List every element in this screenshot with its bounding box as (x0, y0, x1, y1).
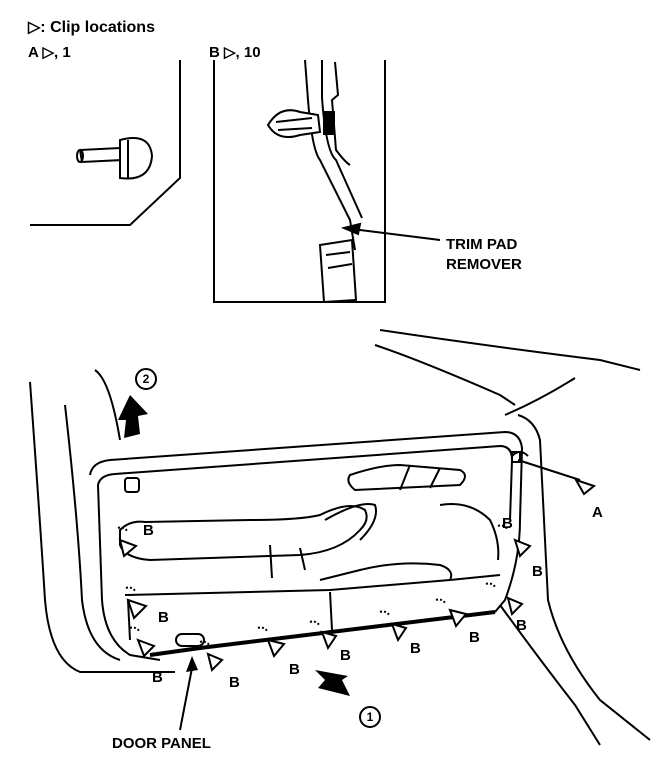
clip-b-label: B (502, 515, 513, 532)
clip-b-label: B (410, 640, 421, 657)
clip-locations-title: ▷: Clip locations (28, 19, 155, 36)
direction-arrow-2 (118, 395, 148, 438)
clip-dashes (117, 524, 509, 647)
trim-pad-remover-label-line2: REMOVER (446, 256, 522, 273)
clip-b-label: B (516, 617, 527, 634)
clip-a-callout-label: A (592, 504, 603, 521)
door-panel-shape (89, 430, 529, 661)
clip-b-detail (213, 59, 441, 304)
door-panel-pointer (179, 656, 198, 731)
clip-a-detail (30, 60, 181, 226)
clip-a-count: A ▷, 1 (28, 44, 71, 61)
step-2-marker: 2 (135, 368, 157, 390)
clip-b-label: B (340, 647, 351, 664)
clip-b-label: B (152, 669, 163, 686)
clip-a-leader (517, 459, 581, 481)
clip-b-label: B (229, 674, 240, 691)
door-panel-label: DOOR PANEL (112, 735, 211, 752)
direction-arrow-1 (315, 670, 350, 696)
clip-markers (118, 478, 597, 672)
step-1-marker: 1 (359, 706, 381, 728)
clip-b-count: B ▷, 10 (209, 44, 261, 61)
clip-b-label: B (289, 661, 300, 678)
clip-b-label: B (158, 609, 169, 626)
clip-b-label: B (143, 522, 154, 539)
trim-pad-remover-label-line1: TRIM PAD (446, 236, 518, 253)
clip-b-label: B (532, 563, 543, 580)
clip-b-label: B (469, 629, 480, 646)
car-body-outline (29, 329, 651, 746)
